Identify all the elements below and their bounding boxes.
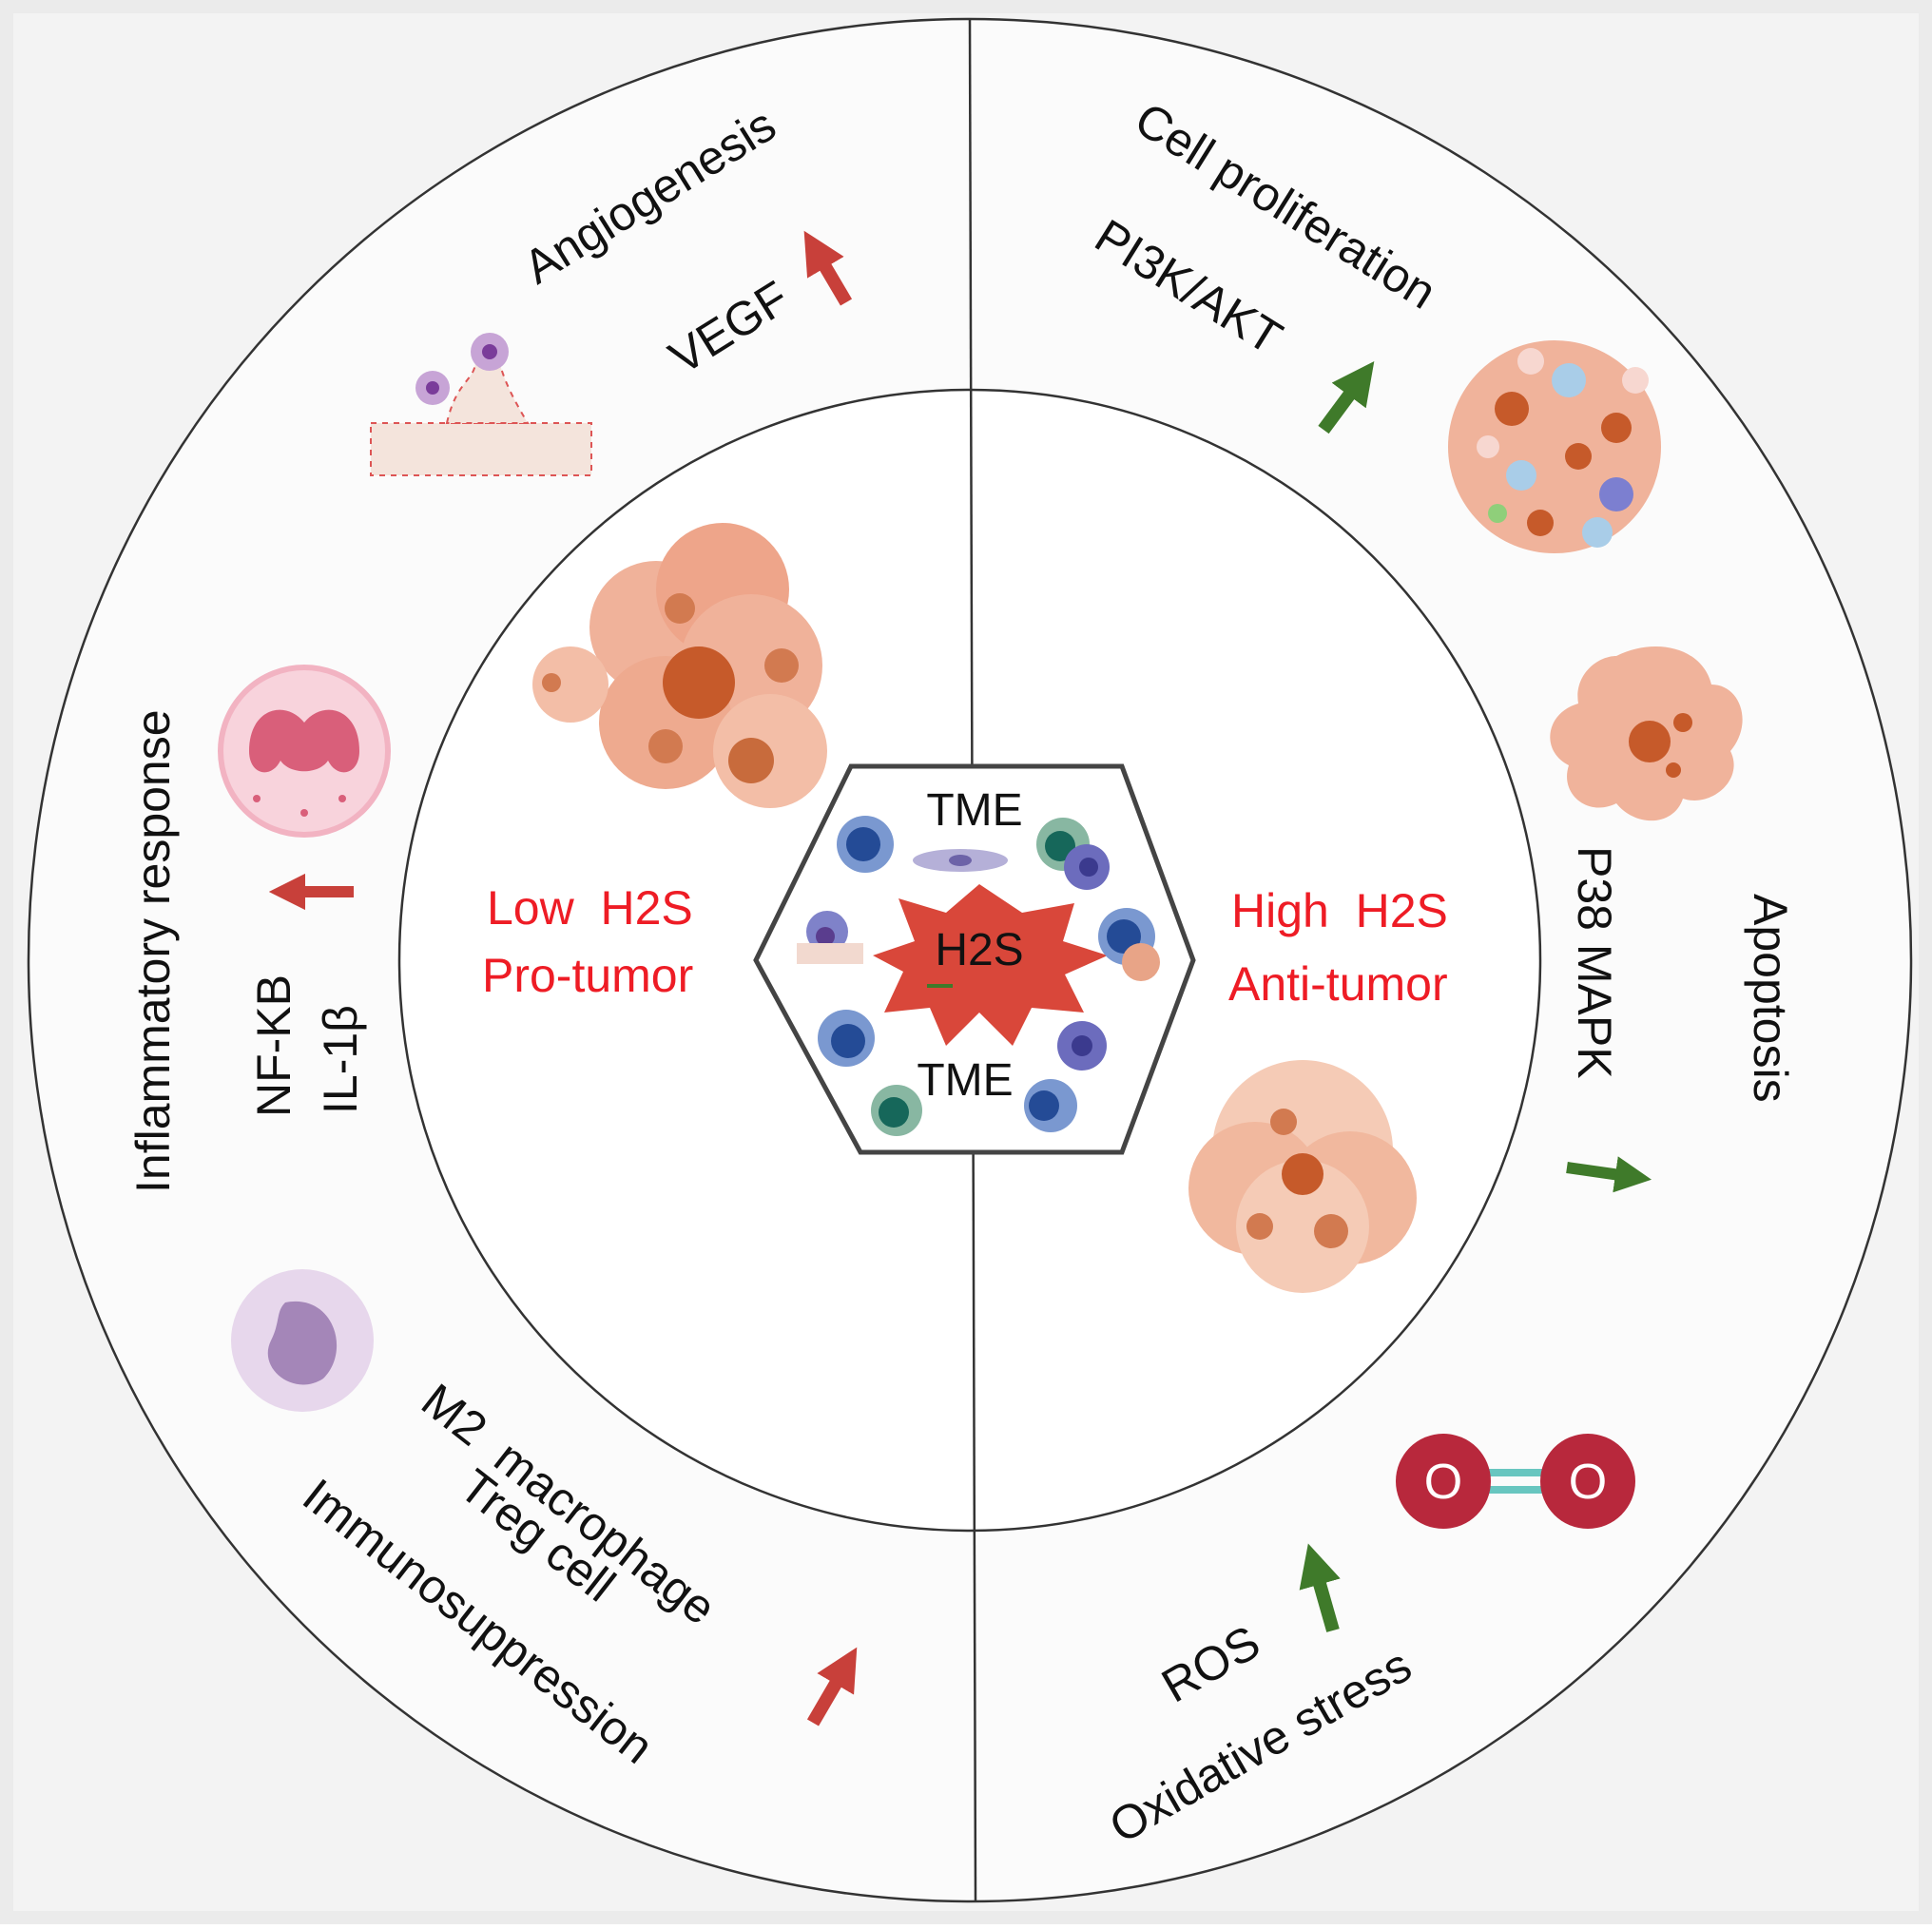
tme-cells: [797, 816, 1160, 1136]
h2s-label: H2S: [935, 925, 1023, 975]
anti-tumor-label: Anti-tumor: [1228, 957, 1448, 1011]
macrophage-icon: [231, 1269, 374, 1412]
vegf-up-arrow-icon: [803, 230, 853, 306]
immunosuppression-up-arrow-icon: [806, 1647, 858, 1726]
cell-icon: [1064, 844, 1110, 890]
vessel-icon: [797, 943, 863, 964]
oxygen-atom-2-label: O: [1569, 1455, 1607, 1510]
apoptosis-title: Apoptosis: [1744, 894, 1797, 1103]
tumor-icon: [1122, 943, 1160, 981]
neutrophil-icon: [218, 665, 391, 838]
cell-icon: [818, 1010, 875, 1067]
apoptotic-cell-icon: [1550, 646, 1743, 821]
low-h2s-label: Low H2S: [487, 881, 693, 935]
angiogenesis-vessel-icon: [370, 333, 592, 476]
p38-up-arrow-icon: [1566, 1156, 1652, 1193]
tumor-spheroid-icon: [1448, 340, 1661, 553]
cell-icon: [806, 911, 848, 953]
il-1b-label: IL-1β: [314, 1005, 367, 1114]
h2s-star: [873, 884, 1108, 1046]
high-h2s-label: High H2S: [1231, 884, 1448, 937]
tme-bottom-label: TME: [917, 1055, 1013, 1106]
cell-icon: [1024, 1079, 1077, 1132]
pro-tumor-label: Pro-tumor: [482, 949, 693, 1002]
cell-icon: [837, 816, 894, 873]
cell-icon: [1057, 1021, 1107, 1071]
inflammatory-title: Inflammatory response: [126, 709, 180, 1193]
tumor-cluster-lower-right: [1188, 1060, 1417, 1293]
p38-mapk-label: P38 MAPK: [1568, 846, 1621, 1079]
tme-top-label: TME: [926, 785, 1022, 836]
nf-kb-label: NF-KB: [247, 974, 300, 1117]
ros-up-arrow-icon: [1299, 1543, 1341, 1632]
pi3k-up-arrow-icon: [1318, 361, 1375, 434]
cell-icon: [871, 1085, 922, 1136]
oxygen-molecule-icon: O O: [1396, 1434, 1635, 1529]
oxygen-atom-1-label: O: [1424, 1455, 1462, 1510]
tumor-cluster-upper-left: [532, 523, 827, 808]
fibroblast-icon: [913, 849, 1008, 872]
